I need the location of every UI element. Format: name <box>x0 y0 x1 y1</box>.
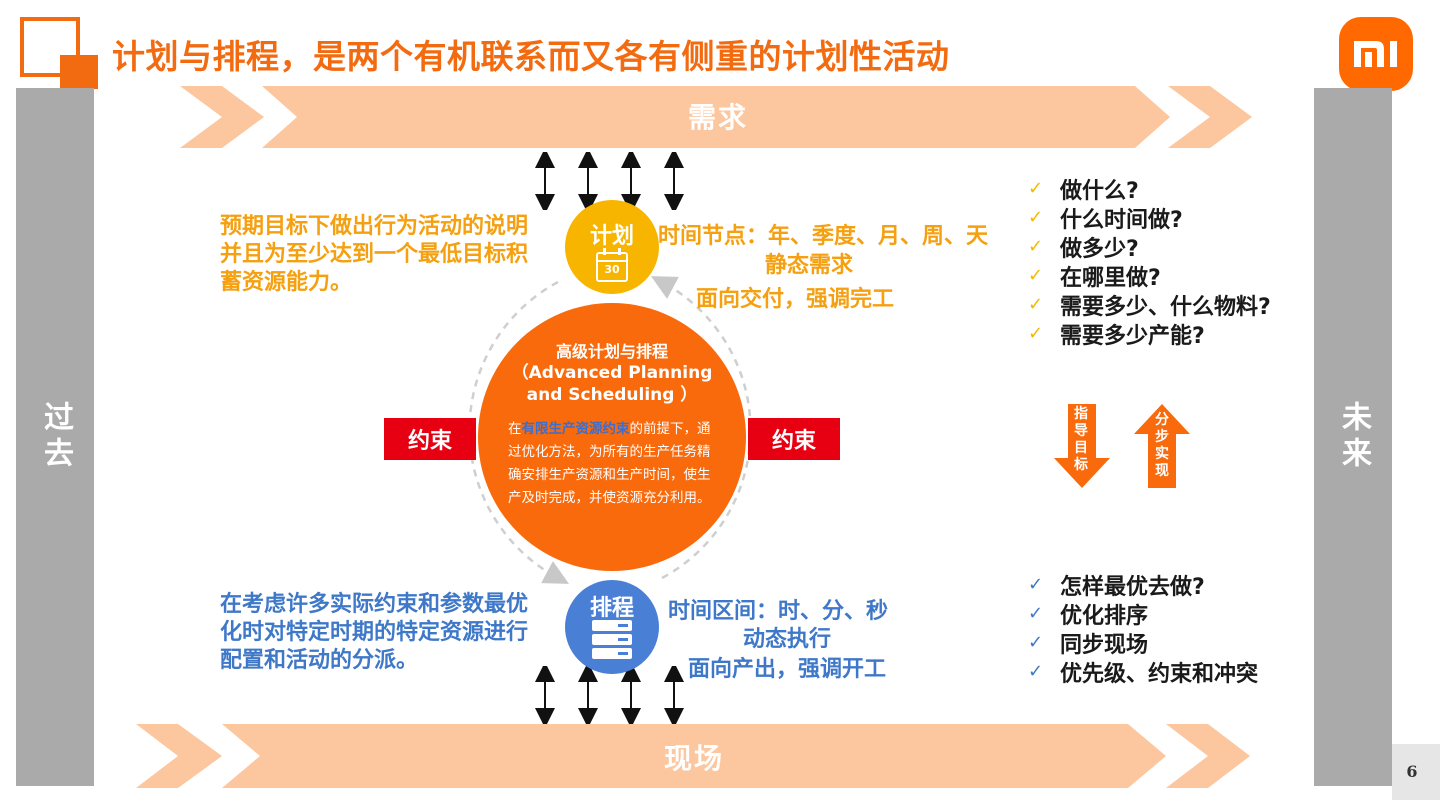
plan-question-text: 需要多少产能? <box>1060 323 1205 349</box>
slide-title: 计划与排程，是两个有机联系而又各有侧重的计划性活动 <box>112 37 950 76</box>
plan-label: 计划 <box>589 224 634 249</box>
plan-question-item: ✓ 做什么? <box>1028 174 1271 204</box>
stepwise-label: 分步实现 <box>1155 412 1169 479</box>
schedule-question-list: ✓ 怎样最优去做? ✓ 优化排序 ✓ 同步现场 ✓ 优先级、约束和冲突 <box>1028 570 1259 687</box>
guide-target-down-arrow <box>1054 404 1110 488</box>
demand-label: 需求 <box>687 101 748 134</box>
schedule-time-line: 时间区间：时、分、秒 <box>668 599 889 624</box>
plan-focus-line: 面向交付，强调完工 <box>695 287 894 312</box>
schedule-question-item: ✓ 优化排序 <box>1028 599 1258 629</box>
top-double-arrows <box>535 152 684 210</box>
check-icon: ✓ <box>1028 603 1044 624</box>
check-icon: ✓ <box>1028 294 1044 315</box>
guide-target-label: 指导目标 <box>1074 406 1088 473</box>
check-icon: ✓ <box>1028 236 1044 257</box>
plan-question-item: ✓ 需要多少、什么物料? <box>1028 290 1271 320</box>
aps-desc-prefix: 在 <box>508 421 522 437</box>
aps-title-cn: 高级计划与排程 <box>555 342 668 361</box>
stepwise-up-arrow <box>1134 404 1190 488</box>
constraint-left: 约束 <box>384 418 476 460</box>
schedule-description: 在考虑许多实际约束和参数最优化时对特定时期的特定资源进行配置和活动的分派。 <box>220 592 529 673</box>
plan-mode-line: 静态需求 <box>764 253 853 278</box>
plan-question-text: 需要多少、什么物料? <box>1060 294 1271 320</box>
schedule-question-item: ✓ 同步现场 <box>1028 628 1258 658</box>
plan-circle <box>565 200 659 294</box>
schedule-label: 排程 <box>589 596 634 621</box>
check-icon: ✓ <box>1028 207 1044 228</box>
plan-question-item: ✓ 什么时间做? <box>1028 203 1271 233</box>
schedule-question-text: 同步现场 <box>1060 632 1149 658</box>
calendar-icon: 30 <box>596 248 628 282</box>
aps-title-en-1: （Advanced Planning <box>511 363 713 383</box>
server-stack-icon <box>592 620 632 660</box>
sidebar-future: 未来 <box>1314 88 1392 786</box>
plan-description: 预期目标下做出行为活动的说明并且为至少达到一个最低目标积蓄资源能力。 <box>220 214 529 295</box>
page-number: 6 <box>1406 762 1418 781</box>
plan-question-item: ✓ 在哪里做? <box>1028 261 1271 291</box>
bottom-double-arrows <box>535 666 684 724</box>
plan-question-text: 做什么? <box>1060 178 1139 204</box>
check-icon: ✓ <box>1028 265 1044 286</box>
plan-time-line: 时间节点：年、季度、月、周、天 <box>658 224 989 249</box>
schedule-focus-line: 面向产出，强调开工 <box>687 657 886 682</box>
plan-question-item: ✓ 做多少? <box>1028 232 1271 262</box>
plan-question-list: ✓ 做什么? ✓ 什么时间做? ✓ 做多少? ✓ 在哪里做? ✓ 需要多少、什么物料? ✓… <box>1028 174 1271 349</box>
check-icon: ✓ <box>1028 178 1044 199</box>
mi-logo-icon <box>1354 41 1397 67</box>
schedule-question-item: ✓ 怎样最优去做? <box>1028 570 1258 600</box>
field-label: 现场 <box>663 742 724 775</box>
brand-logo <box>1339 17 1413 91</box>
schedule-question-text: 优先级、约束和冲突 <box>1060 661 1259 687</box>
schedule-question-text: 优化排序 <box>1060 603 1149 629</box>
bottom-field-band <box>136 724 1250 788</box>
calendar-day: 30 <box>604 263 620 276</box>
check-icon: ✓ <box>1028 661 1044 682</box>
schedule-question-text: 怎样最优去做? <box>1060 574 1205 600</box>
aps-description: 在有限生产资源约束的前提下，通过优化方法，为所有的生产任务精确安排生产资源和生产… <box>508 418 716 510</box>
sidebar-past: 过去 <box>16 88 94 786</box>
plan-question-text: 做多少? <box>1060 236 1139 262</box>
page-number-box <box>1392 744 1440 800</box>
schedule-mode-line: 动态执行 <box>742 627 831 652</box>
aps-desc-rest: 的前提下，通过优化方法，为所有的生产任务精确安排生产资源和生产时间，使生产及时完… <box>508 421 711 506</box>
corner-outline-square <box>20 17 80 77</box>
constraint-right: 约束 <box>748 418 840 460</box>
plan-question-item: ✓ 需要多少产能? <box>1028 319 1271 349</box>
schedule-question-item: ✓ 优先级、约束和冲突 <box>1028 657 1259 687</box>
cycle-dashed-circle <box>468 276 752 584</box>
plan-question-text: 在哪里做? <box>1060 265 1161 291</box>
aps-title-en-2: and Scheduling ） <box>526 385 698 405</box>
check-icon: ✓ <box>1028 323 1044 344</box>
aps-center-circle <box>478 303 746 571</box>
plan-question-text: 什么时间做? <box>1060 207 1183 233</box>
check-icon: ✓ <box>1028 632 1044 653</box>
check-icon: ✓ <box>1028 574 1044 595</box>
aps-desc-highlight: 有限生产资源约束 <box>521 421 630 437</box>
corner-filled-square <box>60 55 98 89</box>
top-demand-band <box>180 86 1252 148</box>
